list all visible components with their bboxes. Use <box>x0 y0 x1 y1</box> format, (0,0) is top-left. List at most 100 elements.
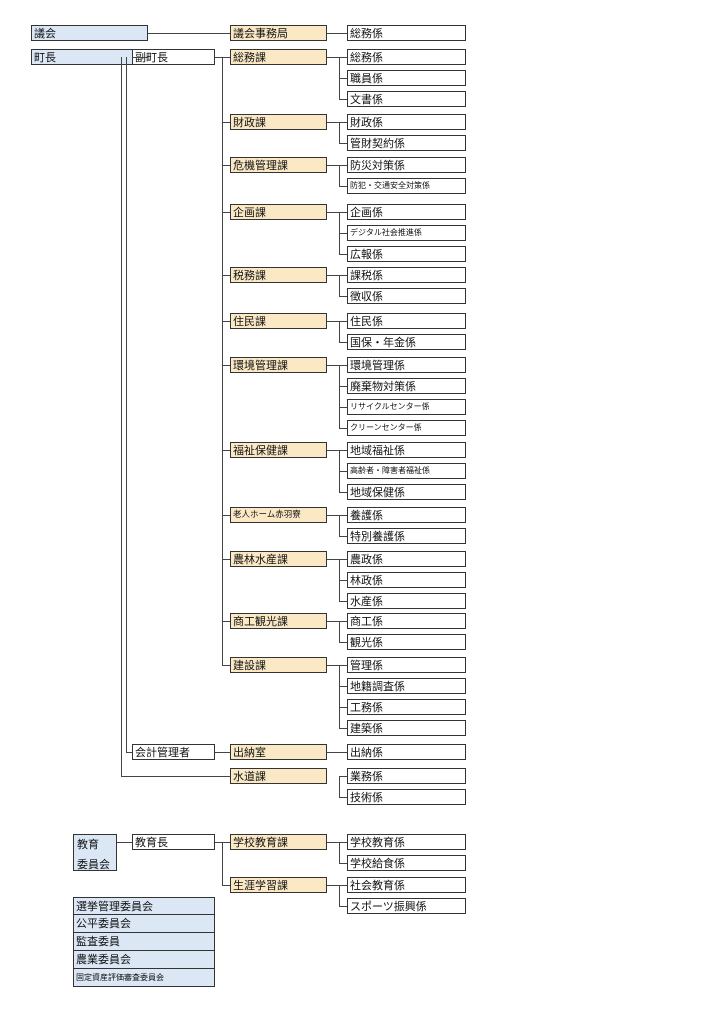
connector-line <box>339 275 340 296</box>
department-box: 生涯学習課 <box>230 877 327 893</box>
connector-line <box>339 863 347 864</box>
connector-line <box>222 842 223 885</box>
unit-box-label: リサイクルセンター係 <box>350 402 430 411</box>
department-box-label: 財政課 <box>233 115 266 129</box>
connector-line <box>121 57 122 776</box>
department-box: 総務課 <box>230 49 327 65</box>
connector-line <box>327 33 347 34</box>
connector-line <box>222 57 230 58</box>
unit-box-label: 管財契約係 <box>350 136 405 150</box>
connector-line <box>339 233 347 234</box>
connector-line <box>339 728 347 729</box>
connector-line <box>126 57 127 752</box>
unit-box: 学校教育係 <box>347 834 466 850</box>
connector-line <box>339 665 340 728</box>
unit-box: 地籍調査係 <box>347 678 466 694</box>
connector-line <box>132 57 148 58</box>
department-box: 環境管理課 <box>230 357 327 373</box>
deputy-mayor-box: 副町長 <box>132 49 215 65</box>
unit-box: 業務係 <box>347 768 466 784</box>
connector-line <box>339 601 347 602</box>
unit-box: 農政係 <box>347 551 466 567</box>
unit-box: 社会教育係 <box>347 877 466 893</box>
accounting-manager-box-label: 会計管理者 <box>135 745 190 759</box>
unit-box: 防犯・交通安全対策係 <box>347 178 466 194</box>
education-board-box: 教育委員会 <box>73 834 117 871</box>
unit-box: 地域福祉係 <box>347 442 466 458</box>
connector-line <box>339 122 347 123</box>
department-box-label: 危機管理課 <box>233 158 288 172</box>
unit-box-label: デジタル社会推進係 <box>350 228 422 237</box>
department-box-label: 商工観光課 <box>233 614 288 628</box>
connector-line <box>339 621 347 622</box>
committee-box: 公平委員会 <box>73 915 215 933</box>
unit-box-label: 廃棄物対策係 <box>350 379 416 393</box>
unit-box-label: 住民係 <box>350 314 383 328</box>
unit-box-label: 総務係 <box>350 50 383 64</box>
unit-box: 管財契約係 <box>347 135 466 151</box>
connector-line <box>222 515 230 516</box>
unit-box-label: 工務係 <box>350 700 383 714</box>
connector-line <box>339 580 347 581</box>
unit-box-label: 学校給食係 <box>350 856 405 870</box>
unit-box-label: 徴収係 <box>350 289 383 303</box>
unit-box: 総務係 <box>347 49 466 65</box>
department-box: 企画課 <box>230 204 327 220</box>
connector-line <box>339 559 340 601</box>
connector-line <box>327 321 339 322</box>
unit-box-label: 出納係 <box>350 745 383 759</box>
unit-box-label: 国保・年金係 <box>350 335 416 349</box>
department-box: 学校教育課 <box>230 834 327 850</box>
unit-box-label: 業務係 <box>350 769 383 783</box>
connector-line <box>339 186 347 187</box>
unit-box: 課税係 <box>347 267 466 283</box>
committee-box-label: 監査委員 <box>76 935 120 948</box>
unit-box-label: 水産係 <box>350 594 383 608</box>
unit-box-label: 観光係 <box>350 635 383 649</box>
unit-box-label: 商工係 <box>350 614 383 628</box>
department-box-label: 環境管理課 <box>233 358 288 372</box>
connector-line <box>339 471 347 472</box>
connector-line <box>339 536 347 537</box>
connector-line <box>339 665 347 666</box>
unit-box: リサイクルセンター係 <box>347 399 466 415</box>
connector-line <box>339 57 340 99</box>
connector-line <box>339 321 340 342</box>
connector-line <box>339 906 347 907</box>
connector-line <box>327 885 339 886</box>
connector-line <box>339 515 347 516</box>
connector-line <box>222 165 230 166</box>
unit-box-label: 広報係 <box>350 247 383 261</box>
unit-box: 技術係 <box>347 789 466 805</box>
connector-line <box>222 885 230 886</box>
committee-box-label: 農業委員会 <box>76 953 131 966</box>
connector-line <box>327 275 339 276</box>
council-office-box: 議会事務局 <box>230 25 327 41</box>
unit-box-label: 林政係 <box>350 573 383 587</box>
council-box-label: 議会 <box>34 26 56 40</box>
unit-box-label: 地籍調査係 <box>350 679 405 693</box>
connector-line <box>339 143 347 144</box>
unit-box: デジタル社会推進係 <box>347 225 466 241</box>
connector-line <box>339 885 340 906</box>
unit-box-label: 社会教育係 <box>350 878 405 892</box>
unit-box-label: 財政係 <box>350 115 383 129</box>
department-box-label: 総務課 <box>233 50 266 64</box>
committee-box-label: 公平委員会 <box>76 917 131 930</box>
unit-box-label: クリーンセンター係 <box>350 423 422 432</box>
connector-line <box>339 515 340 536</box>
connector-line <box>327 450 339 451</box>
connector-line <box>339 407 347 408</box>
unit-box: 企画係 <box>347 204 466 220</box>
connector-line <box>222 559 230 560</box>
department-box: 老人ホーム赤羽寮 <box>230 507 327 523</box>
superintendent-box: 教育長 <box>132 834 215 850</box>
department-box: 住民課 <box>230 313 327 329</box>
department-box-label: 農林水産課 <box>233 552 288 566</box>
connector-line <box>327 212 339 213</box>
unit-box: 環境管理係 <box>347 357 466 373</box>
connector-line <box>339 776 347 777</box>
department-box: 建設課 <box>230 657 327 673</box>
department-box: 商工観光課 <box>230 613 327 629</box>
